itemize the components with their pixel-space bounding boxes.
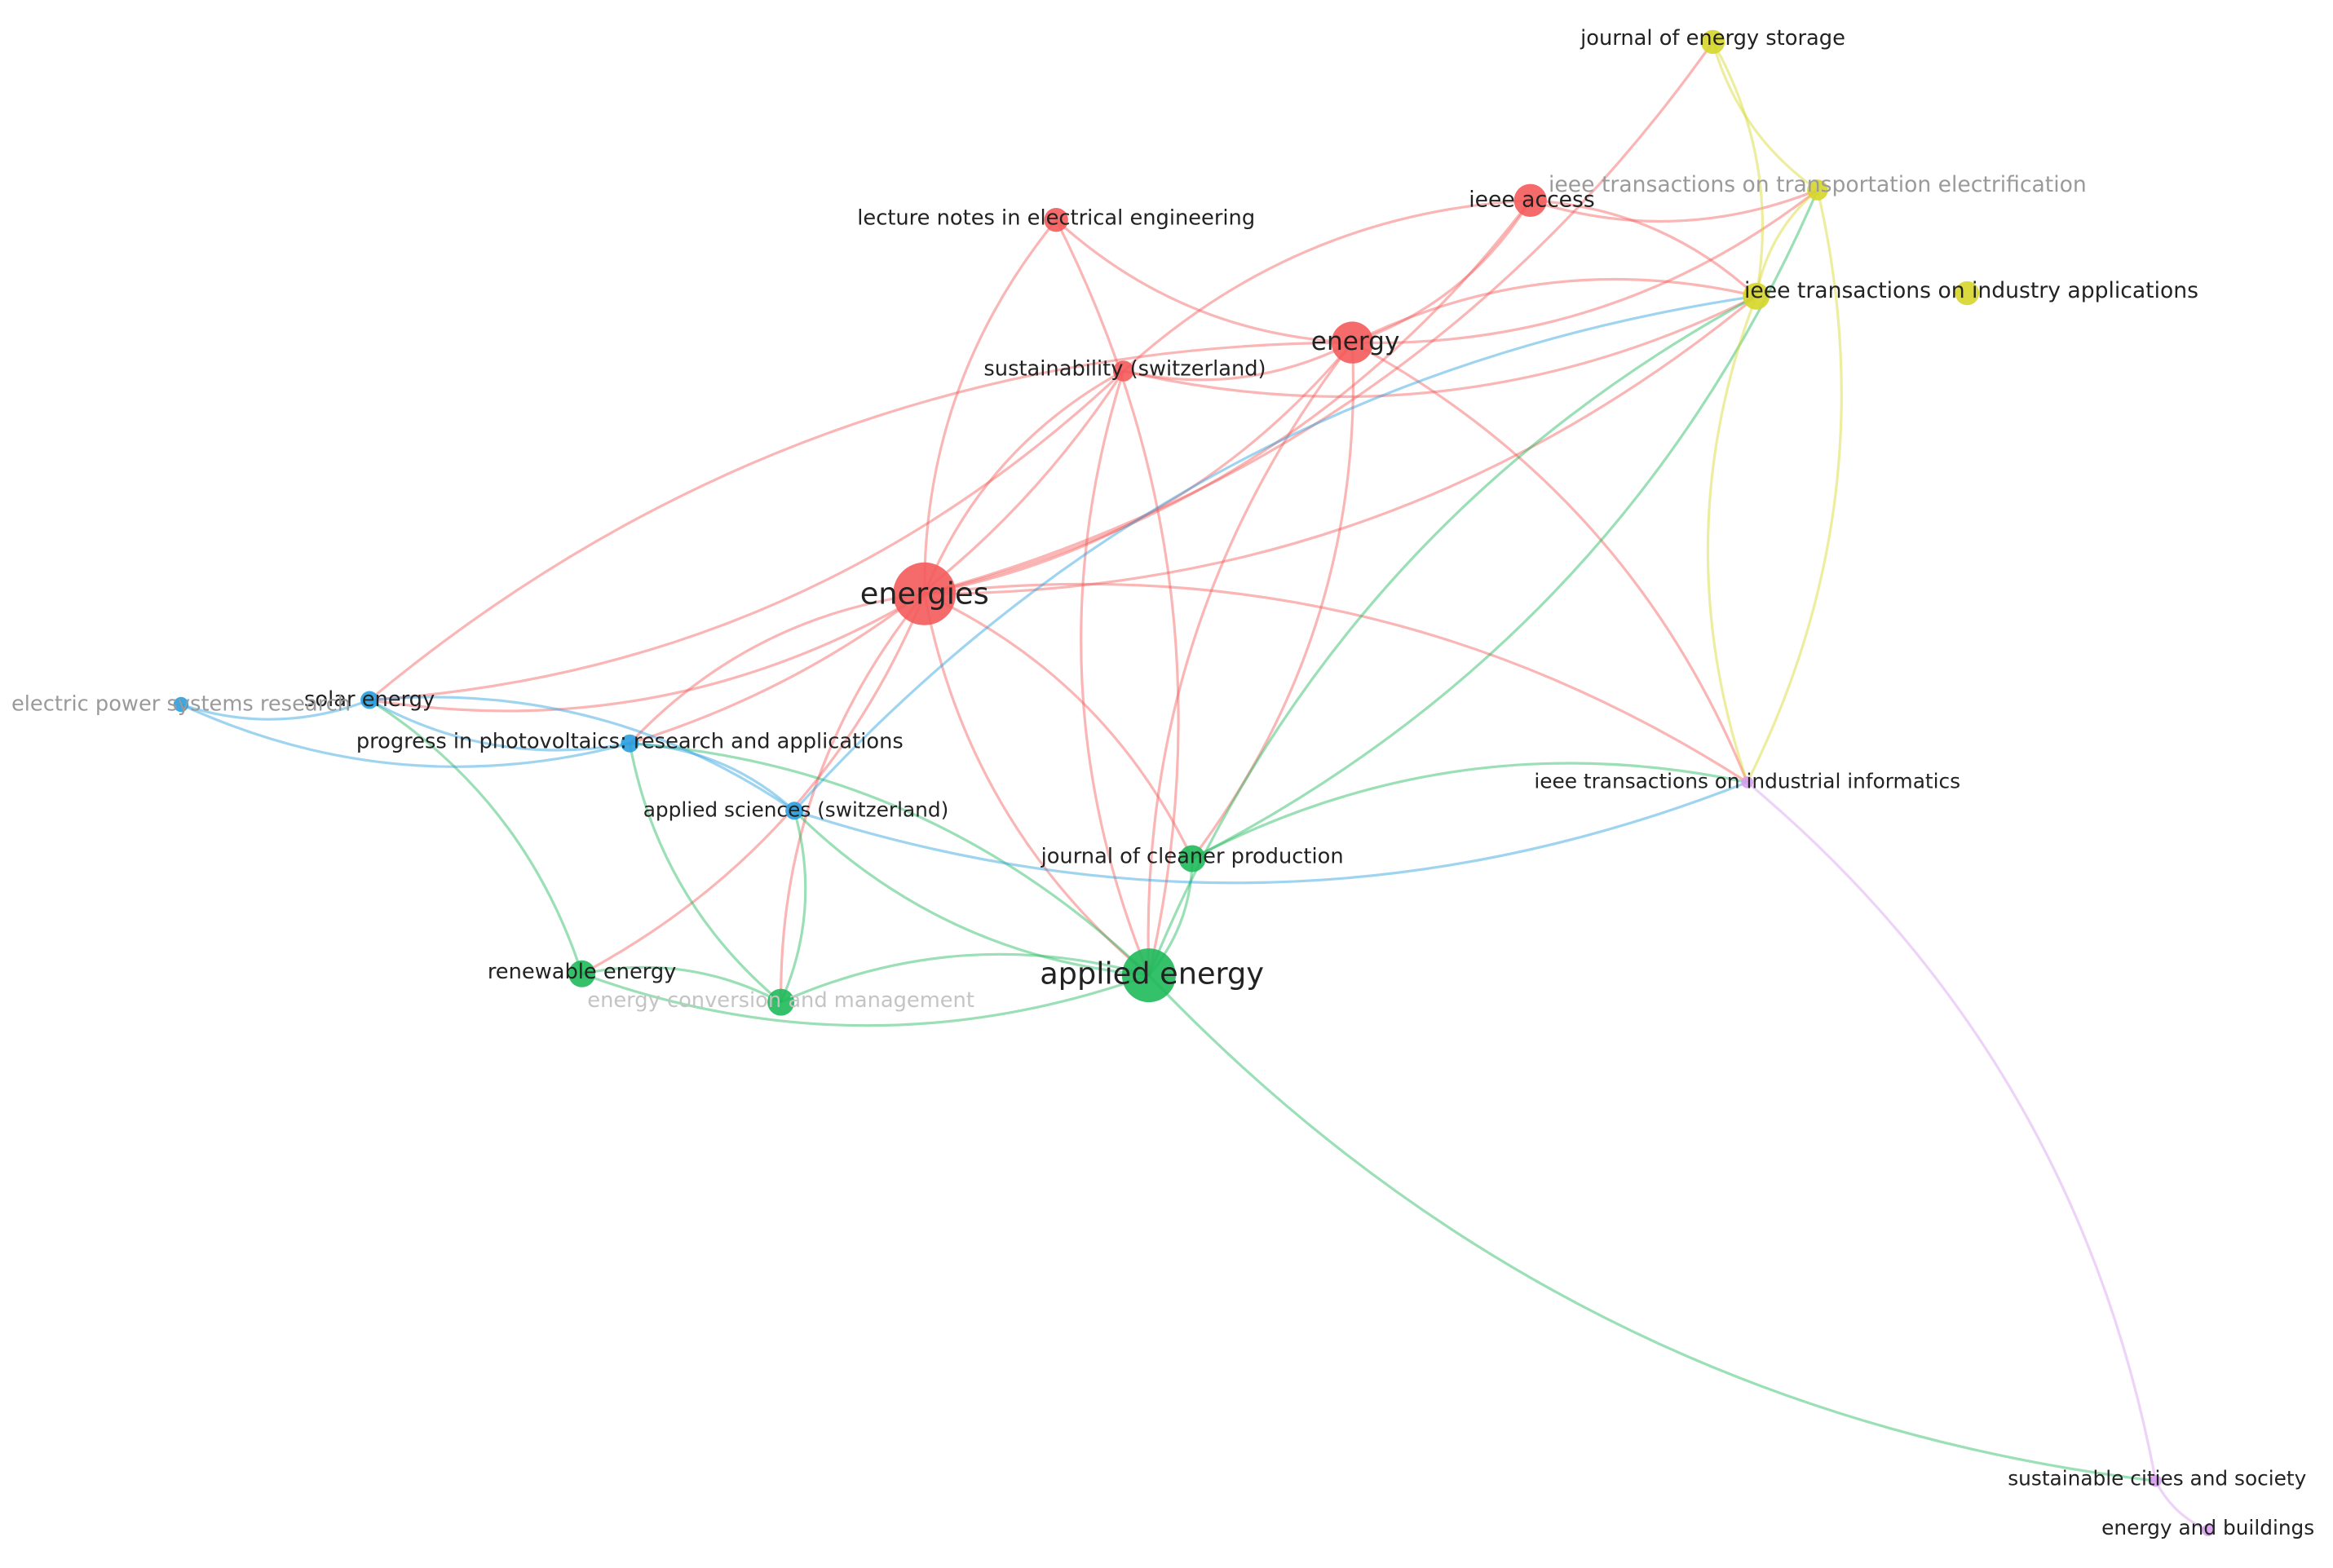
label-journal-energy-storage: journal of energy storage [1580,26,1845,51]
edge-ieee_access-ieee_trans_industry [1530,199,1757,298]
label-electric-power: electric power systems research [11,692,351,717]
node-sustainability[interactable] [1112,360,1134,382]
label-renewable-energy: renewable energy [488,960,677,984]
node-energy-buildings[interactable] [2202,1524,2214,1536]
edge-energy-journal_cleaner [1191,342,1355,859]
label-lecture-notes: lecture notes in electrical engineering [857,205,1255,230]
edge-journal_cleaner-ieee_trans_transport [1191,189,1819,860]
node-journal-cleaner[interactable] [1178,845,1206,872]
node-solar-energy[interactable] [360,691,379,709]
edge-energies-solar_energy [369,592,926,713]
node-ieee-trans-informatics[interactable] [1741,776,1753,788]
edge-ieee_trans_transport-ieee_trans_industry [1755,188,1818,297]
edge-energy-solar_energy [369,341,1353,701]
edge-applied_energy-renewable_energy [581,972,1150,1027]
label-sustainable-cities: sustainable cities and society [2008,1466,2306,1490]
edge-energies-sustainability [923,369,1125,594]
node-renewable-energy[interactable] [568,960,596,987]
label-ieee-trans-industry: ieee transactions on industry applicatio… [1744,278,2198,303]
node-electric-power[interactable] [173,696,189,713]
node-applied-energy[interactable] [1121,948,1176,1003]
node-energies[interactable] [893,562,957,625]
label-layer: energies energy ieee access lecture notes i… [11,26,2314,1539]
edge-ieee_trans_informatics-sustainable_cities [1746,781,2158,1482]
edge-solar_energy-progress_pv [369,699,630,752]
label-applied-sciences: applied sciences (switzerland) [643,797,949,821]
edge-energy-lecture_notes [1055,219,1353,344]
label-sustainability: sustainability (switzerland) [983,357,1266,382]
edge-ieee_trans_transport-ieee_trans_informatics [1746,189,1843,784]
edge-energies-ieee_trans_industry [924,294,1757,595]
edge-applied_energy-progress_pv [630,742,1151,977]
edge-energy-ieee_trans_industry [1351,277,1757,344]
node-progress-pv[interactable] [621,734,639,753]
label-solar-energy: solar energy [304,687,435,712]
edge-applied_energy-applied_sciences [793,810,1150,977]
edge-applied_energy-energy_conversion [780,952,1150,1004]
edge-sustainability-ieee_trans_industry [1123,294,1757,399]
edge-renewable_energy-energy_conversion [581,965,782,1004]
edge-applied_energy-sustainable_cities [1147,974,2156,1482]
label-applied-energy: applied energy [1040,956,1264,992]
edge-applied_energy-ieee_trans_industry [1147,294,1757,976]
edge-energy-ieee_trans_informatics [1351,341,1749,784]
node-sustainable-cities[interactable] [2150,1474,2162,1487]
edge-energies-progress_pv [629,592,925,744]
node-lecture-notes[interactable] [1044,208,1068,232]
edge-sustainability-solar_energy [369,369,1125,702]
edge-lecture_notes-applied_energy [1054,219,1180,976]
node-energy[interactable] [1331,321,1374,364]
label-journal-cleaner: journal of cleaner production [1041,845,1344,869]
node-ieee-access[interactable] [1513,183,1547,217]
edge-electric_power-progress_pv [180,703,630,768]
edge-solar_energy-applied_sciences [369,696,796,812]
edge-solar_energy-electric_power [180,699,370,721]
edge-energies-ieee_access [924,199,1531,595]
edge-energy-sustainability [1123,341,1354,382]
edge-energies-applied_energy [923,594,1150,977]
node-energy-conversion[interactable] [767,988,795,1016]
edge-applied_sciences-ieee_trans_industry [793,294,1756,812]
edge-energy-ieee_access [1351,199,1532,344]
label-energy-conversion: energy conversion and management [587,988,974,1013]
edge-renewable_energy-solar_energy [369,699,584,974]
edge-energies-journal_energy_storage [924,41,1714,595]
edge-sustainable_cities-energy_buildings [2154,1480,2209,1532]
label-ieee-access: ieee access [1469,187,1595,212]
edge-energies-journal_cleaner [924,592,1194,859]
edge-ieee_access-ieee_trans_transport [1530,188,1818,223]
edge-ieee_trans_industry-ieee_trans_informatics [1706,295,1758,783]
edge-journal_energy_storage-ieee_trans_transport [1711,41,1818,192]
node-layer [173,29,2214,1536]
label-ieee-trans-informatics: ieee transactions on industrial informat… [1534,769,1960,793]
edge-energy-ieee_trans_transport [1352,188,1818,345]
label-energy: energy [1311,327,1400,356]
edge-energies-ieee_trans_informatics [924,582,1748,784]
edge-energies-energy_conversion [779,593,926,1003]
node-ieee-trans-industry[interactable] [1743,282,1770,310]
edge-energy_conversion-progress_pv [628,743,782,1004]
edge-energies-lecture_notes [923,219,1058,594]
edge-layer [180,41,2209,1532]
edge-journal_cleaner-ieee_trans_informatics [1191,762,1748,860]
node-journal-energy-storage[interactable] [1700,29,1725,55]
node-applied-sciences[interactable] [785,802,804,820]
label-ieee-trans-transport: ieee transactions on transportation elec… [1549,172,2087,197]
edge-ieee_access-sustainability [1122,199,1531,373]
edge-sustainability-applied_energy [1080,370,1151,976]
label-energy-buildings: energy and buildings [2101,1516,2314,1539]
edge-applied_sciences-ieee_trans_informatics [793,780,1748,885]
ieee-industry-secondary-node[interactable] [1955,280,1980,306]
edge-journal_energy_storage-ieee_trans_industry [1712,41,1765,297]
label-progress-pv: progress in photovoltaics: research and … [356,729,904,753]
node-ieee-trans-transport[interactable] [1807,179,1828,201]
edge-energies-energy [924,342,1354,595]
label-energies: energies [860,576,989,612]
edge-energy_conversion-applied_sciences [780,810,807,1003]
edge-energy-applied_energy [1147,342,1354,976]
edge-progress_pv-applied_sciences [630,742,796,812]
